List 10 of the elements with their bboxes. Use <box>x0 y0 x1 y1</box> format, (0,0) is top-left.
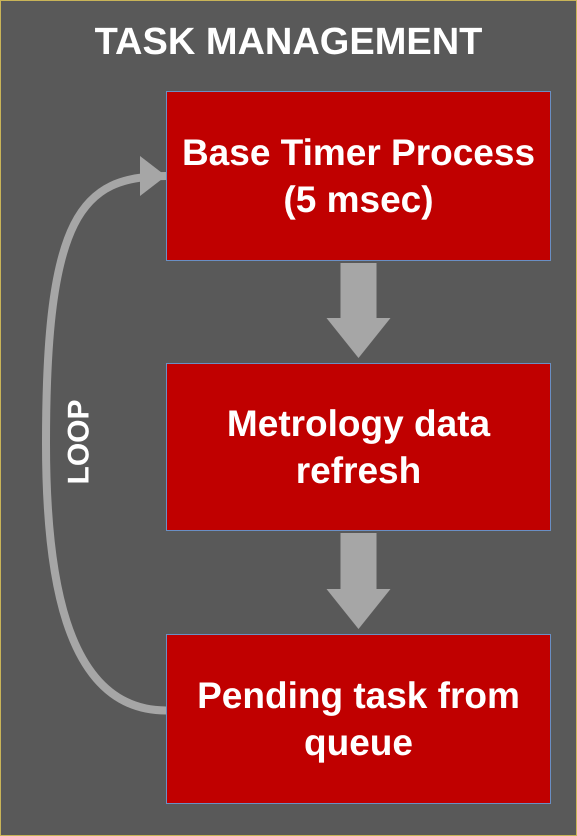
box-text: Metrology data refresh <box>226 402 492 493</box>
block-arrow <box>326 263 390 358</box>
box-text: Base Timer Process (5 msec) <box>181 130 536 222</box>
loop-arrow <box>42 157 166 714</box>
diagram-title: TASK MANAGEMENT <box>94 21 484 64</box>
process-box <box>166 363 551 531</box>
block-arrow <box>326 533 390 629</box>
box-text: Pending task from queue <box>196 674 521 765</box>
process-box <box>166 634 551 804</box>
process-box <box>166 91 551 261</box>
